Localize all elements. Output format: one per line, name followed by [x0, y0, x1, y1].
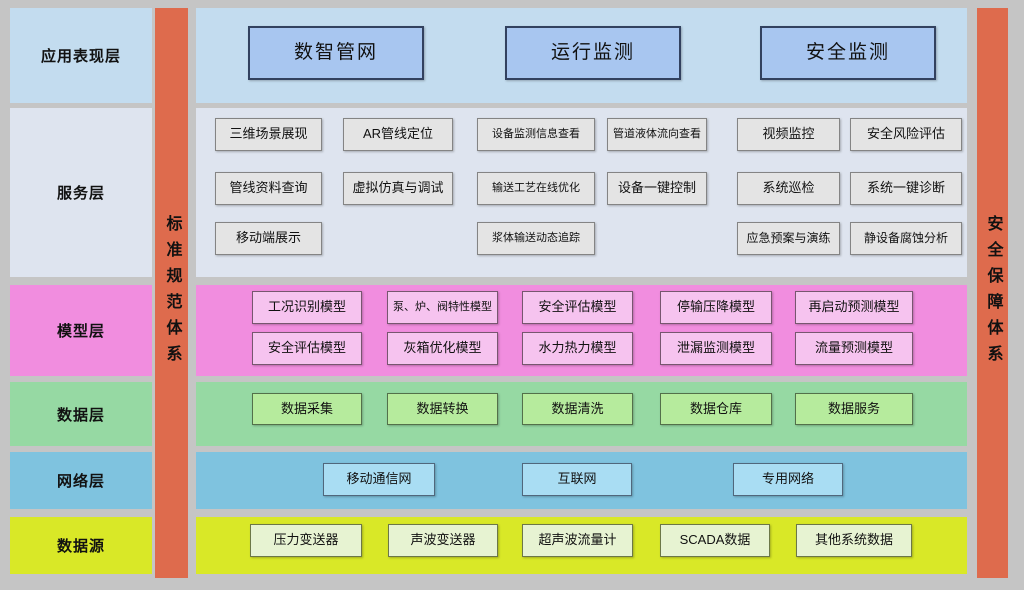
layer-label-service: 服务层 — [10, 108, 152, 277]
model-button: 泵、炉、阀特性模型 — [387, 291, 498, 324]
service-button: 设备监测信息查看 — [477, 118, 595, 151]
service-button: 输送工艺在线优化 — [477, 172, 595, 205]
service-button: 系统巡检 — [737, 172, 840, 205]
data-button: 数据转换 — [387, 393, 498, 425]
source-button: 其他系统数据 — [796, 524, 912, 557]
model-button: 流量预测模型 — [795, 332, 913, 365]
data-button: 数据仓库 — [660, 393, 772, 425]
band-data: 数据采集 数据转换 数据清洗 数据仓库 数据服务 — [196, 382, 967, 446]
app-button: 数智管网 — [248, 26, 424, 80]
service-button: 管线资料查询 — [215, 172, 322, 205]
service-button: 浆体输送动态追踪 — [477, 222, 595, 255]
service-button: 安全风险评估 — [850, 118, 962, 151]
layer-label-data-source: 数据源 — [10, 517, 152, 574]
framework-bar-standards: 标准规范体系 — [155, 8, 188, 578]
service-button: 虚拟仿真与调试 — [343, 172, 453, 205]
model-button: 停输压降模型 — [660, 291, 772, 324]
service-button: 移动端展示 — [215, 222, 322, 255]
framework-bar-security: 安全保障体系 — [977, 8, 1008, 578]
service-button: 系统一键诊断 — [850, 172, 962, 205]
data-button: 数据采集 — [252, 393, 362, 425]
service-button: 应急预案与演练 — [737, 222, 840, 255]
app-button: 安全监测 — [760, 26, 936, 80]
model-button: 再启动预测模型 — [795, 291, 913, 324]
source-button: 压力变送器 — [250, 524, 362, 557]
service-button: 静设备腐蚀分析 — [850, 222, 962, 255]
service-button: 设备一键控制 — [607, 172, 707, 205]
band-service: 三维场景展现 AR管线定位 设备监测信息查看 管道液体流向查看 视频监控 安全风… — [196, 108, 967, 277]
model-button: 安全评估模型 — [522, 291, 633, 324]
data-button: 数据清洗 — [522, 393, 633, 425]
app-button: 运行监测 — [505, 26, 681, 80]
model-button: 泄漏监测模型 — [660, 332, 772, 365]
source-button: 声波变送器 — [388, 524, 498, 557]
data-button: 数据服务 — [795, 393, 913, 425]
service-button: AR管线定位 — [343, 118, 453, 151]
layer-label-network: 网络层 — [10, 452, 152, 509]
service-button: 管道液体流向查看 — [607, 118, 707, 151]
model-button: 工况识别模型 — [252, 291, 362, 324]
model-button: 水力热力模型 — [522, 332, 633, 365]
service-button: 三维场景展现 — [215, 118, 322, 151]
model-button: 灰箱优化模型 — [387, 332, 498, 365]
source-button: SCADA数据 — [660, 524, 770, 557]
band-app-presentation: 数智管网 运行监测 安全监测 — [196, 8, 967, 103]
source-button: 超声波流量计 — [522, 524, 633, 557]
layer-label-model: 模型层 — [10, 285, 152, 376]
layer-label-data: 数据层 — [10, 382, 152, 446]
network-button: 移动通信网 — [323, 463, 435, 496]
layer-label-app-presentation: 应用表现层 — [10, 8, 152, 103]
band-data-source: 压力变送器 声波变送器 超声波流量计 SCADA数据 其他系统数据 — [196, 517, 967, 574]
network-button: 专用网络 — [733, 463, 843, 496]
model-button: 安全评估模型 — [252, 332, 362, 365]
service-button: 视频监控 — [737, 118, 840, 151]
network-button: 互联网 — [522, 463, 632, 496]
band-model: 工况识别模型 泵、炉、阀特性模型 安全评估模型 停输压降模型 再启动预测模型 安… — [196, 285, 967, 376]
band-network: 移动通信网 互联网 专用网络 — [196, 452, 967, 509]
